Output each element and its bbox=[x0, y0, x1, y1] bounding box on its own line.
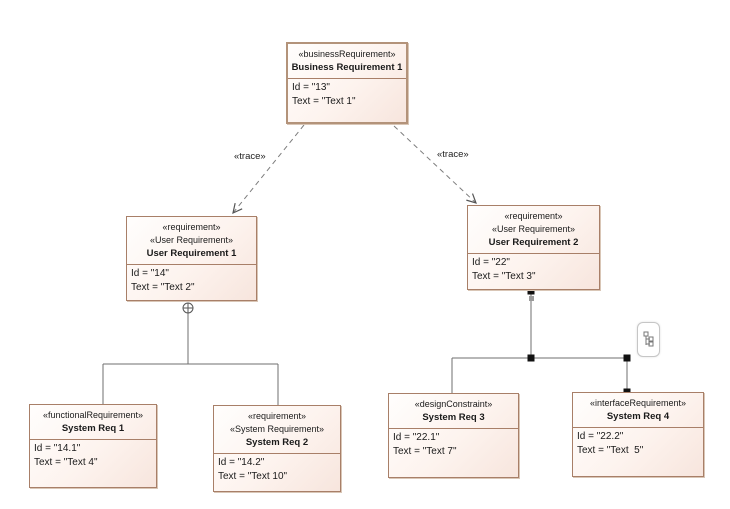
property-text: Text = "Text 3" bbox=[472, 271, 536, 282]
property-id: Id = "22.2" bbox=[577, 431, 624, 442]
node-header: «designConstraint» System Req 3 bbox=[389, 394, 518, 428]
node-system-req-2[interactable]: «requirement» «System Requirement» Syste… bbox=[213, 405, 341, 492]
node-name: User Requirement 2 bbox=[488, 237, 579, 248]
junction-handles bbox=[527, 287, 631, 396]
node-properties: Id = "14.1" Text = "Text 4" bbox=[30, 439, 156, 487]
structure-expand-button[interactable] bbox=[637, 322, 660, 357]
property-id: Id = "13" bbox=[292, 82, 330, 93]
node-business-requirement-1[interactable]: «businessRequirement» Business Requireme… bbox=[286, 42, 408, 124]
node-properties: Id = "22.1" Text = "Text 7" bbox=[389, 428, 518, 477]
property-id: Id = "14" bbox=[131, 268, 169, 279]
node-properties: Id = "22" Text = "Text 3" bbox=[468, 253, 599, 289]
property-id: Id = "22" bbox=[472, 257, 510, 268]
trace-label-left[interactable]: «trace» bbox=[234, 151, 266, 162]
node-properties: Id = "13" Text = "Text 1" bbox=[288, 78, 406, 122]
containment-tree-right[interactable] bbox=[451, 294, 628, 393]
node-system-req-1[interactable]: «functionalRequirement» System Req 1 Id … bbox=[29, 404, 157, 488]
stereotype-label: «businessRequirement» bbox=[298, 49, 396, 59]
node-system-req-3[interactable]: «designConstraint» System Req 3 Id = "22… bbox=[388, 393, 519, 478]
node-header: «requirement» «User Requirement» User Re… bbox=[127, 217, 256, 264]
property-id: Id = "14.1" bbox=[34, 443, 81, 454]
node-properties: Id = "22.2" Text = "Text 5" bbox=[573, 427, 703, 476]
node-user-requirement-2[interactable]: «requirement» «User Requirement» User Re… bbox=[467, 205, 600, 290]
property-text: Text = "Text 2" bbox=[131, 282, 195, 293]
node-header: «requirement» «User Requirement» User Re… bbox=[468, 206, 599, 253]
stereotype-label: «User Requirement» bbox=[149, 235, 234, 245]
stereotype-label: «User Requirement» bbox=[491, 224, 576, 234]
node-system-req-4[interactable]: «interfaceRequirement» System Req 4 Id =… bbox=[572, 392, 704, 477]
property-id: Id = "22.1" bbox=[393, 432, 440, 443]
trace-label-right[interactable]: «trace» bbox=[437, 149, 469, 160]
property-text: Text = "Text 10" bbox=[218, 471, 288, 482]
stereotype-label: «functionalRequirement» bbox=[42, 410, 144, 420]
node-name: Business Requirement 1 bbox=[291, 62, 403, 73]
node-properties: Id = "14" Text = "Text 2" bbox=[127, 264, 256, 300]
stereotype-label: «requirement» bbox=[504, 211, 563, 221]
node-name: System Req 3 bbox=[422, 412, 485, 423]
node-header: «businessRequirement» Business Requireme… bbox=[288, 44, 406, 78]
node-header: «functionalRequirement» System Req 1 bbox=[30, 405, 156, 439]
node-name: User Requirement 1 bbox=[146, 248, 237, 259]
stereotype-label: «designConstraint» bbox=[414, 399, 493, 409]
trace-edge-left[interactable] bbox=[232, 124, 305, 215]
node-user-requirement-1[interactable]: «requirement» «User Requirement» User Re… bbox=[126, 216, 257, 301]
tree-structure-icon bbox=[643, 331, 654, 347]
node-header: «requirement» «System Requirement» Syste… bbox=[214, 406, 340, 453]
stereotype-label: «interfaceRequirement» bbox=[589, 398, 687, 408]
node-name: System Req 2 bbox=[245, 437, 309, 448]
node-name: System Req 1 bbox=[61, 423, 125, 434]
property-text: Text = "Text 4" bbox=[34, 457, 98, 468]
property-id: Id = "14.2" bbox=[218, 457, 265, 468]
containment-tree-left[interactable] bbox=[102, 313, 279, 405]
property-text: Text = "Text 1" bbox=[292, 96, 356, 107]
containment-circle-icon bbox=[182, 302, 194, 314]
stereotype-label: «requirement» bbox=[162, 222, 221, 232]
property-text: Text = "Text 7" bbox=[393, 446, 457, 457]
trace-edge-right[interactable] bbox=[393, 125, 477, 204]
stereotype-label: «System Requirement» bbox=[229, 424, 325, 434]
stereotype-label: «requirement» bbox=[247, 411, 307, 421]
property-text: Text = "Text 5" bbox=[577, 445, 644, 456]
node-name: System Req 4 bbox=[606, 411, 670, 422]
node-properties: Id = "14.2" Text = "Text 10" bbox=[214, 453, 340, 491]
node-header: «interfaceRequirement» System Req 4 bbox=[573, 393, 703, 427]
